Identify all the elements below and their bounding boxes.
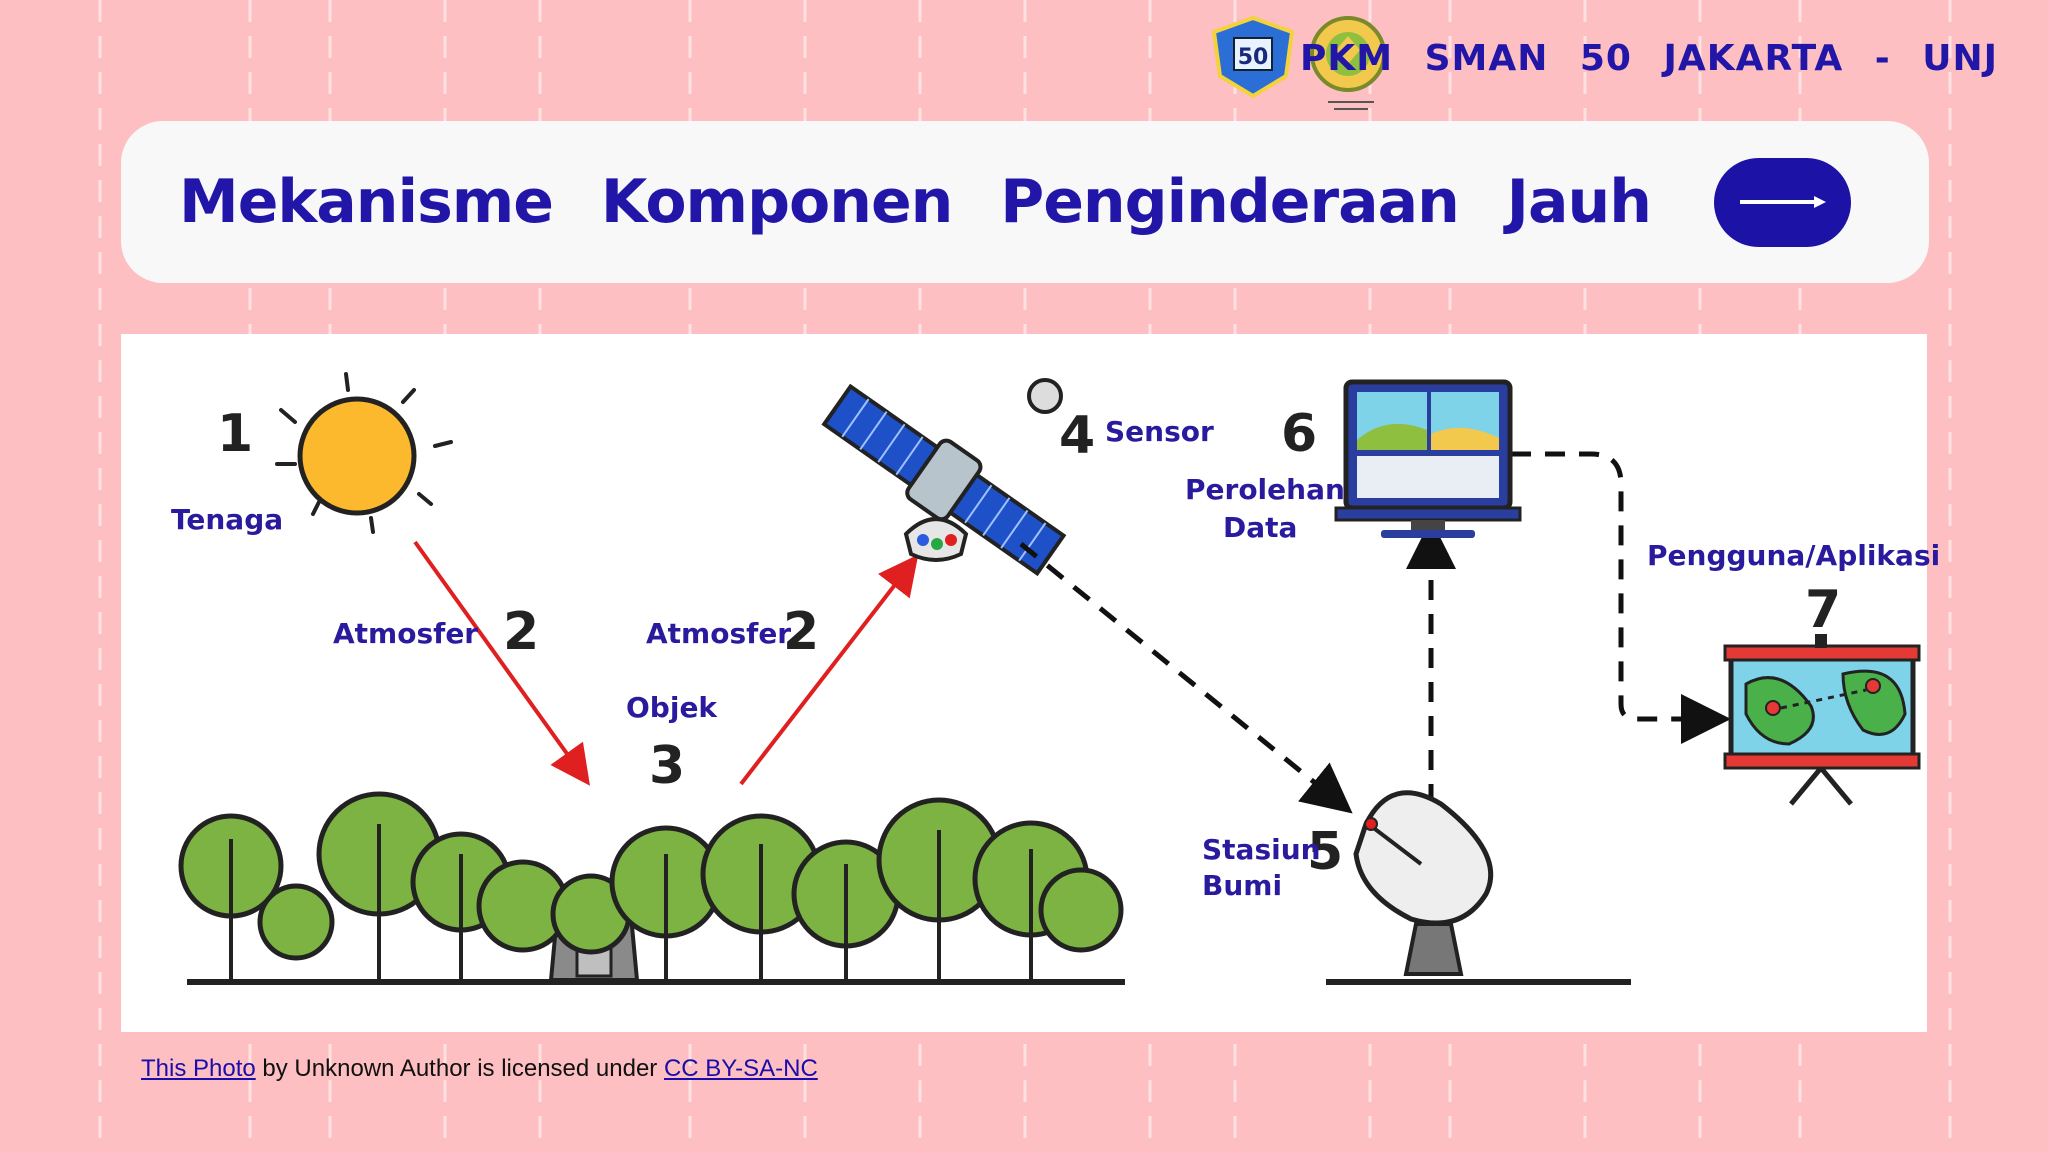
step-number-1: 1 [217,404,254,464]
satellite-icon [821,378,1067,577]
organization-label: PKM SMAN 50 JAKARTA - UNJ [1299,38,1998,79]
step-number-4: 4 [1059,406,1096,466]
label-perolehan: Perolehan [1185,473,1345,506]
credit-text: by Unknown Author is licensed under [255,1055,664,1082]
unj-logo [1310,16,1386,110]
step-number-7: 7 [1805,580,1842,640]
downlink-arrow [1019,542,1353,814]
header: 50 PKM SMAN 50 JAKARTA - UNJ [1148,8,2048,120]
incoming-energy-arrow [413,540,590,786]
diagram-illustration [178,372,1921,985]
next-button[interactable] [1714,158,1851,247]
license-link[interactable]: CC BY-SA-NC [663,1055,818,1082]
photo-credit: This Photo by Unknown Author is licensed… [141,1055,818,1083]
map-board-icon [1723,634,1921,806]
label-objek: Objek [626,691,718,724]
page-title: Mekanisme Komponen Penginderaan Jauh [179,167,1652,237]
label-data: Data [1223,511,1298,544]
svg-text:50: 50 [1238,45,1269,70]
step-number-2b: 2 [783,602,820,662]
label-atmosfer-2: Atmosfer [646,617,792,650]
step-number-5: 5 [1307,822,1344,882]
step-number-2a: 2 [503,602,540,662]
forest-icon [178,791,1125,985]
step-number-3: 3 [649,736,686,796]
sun-icon [275,372,453,534]
remote-sensing-diagram: 1 2 2 3 4 5 6 7 Tenaga Atmosfer Atmosfer… [121,334,1940,1032]
photo-link[interactable]: This Photo [141,1055,256,1082]
label-sensor: Sensor [1105,415,1214,448]
step-number-6: 6 [1281,404,1318,464]
label-stasiun: Stasiun [1202,833,1321,866]
label-tenaga: Tenaga [171,503,284,536]
title-bar: Mekanisme Komponen Penginderaan Jauh [121,121,1929,283]
label-pengguna-aplikasi: Pengguna/Aplikasi [1647,539,1941,572]
data-to-user-arrow [1511,451,1731,744]
label-atmosfer-1: Atmosfer [333,617,479,650]
satellite-dish-icon [1326,790,1631,985]
label-bumi: Bumi [1202,869,1283,902]
arrow-right-icon [1740,196,1826,208]
sman-50-logo: 50 [1211,15,1295,99]
monitor-icon [1334,379,1522,538]
reflected-energy-arrow [739,554,919,786]
